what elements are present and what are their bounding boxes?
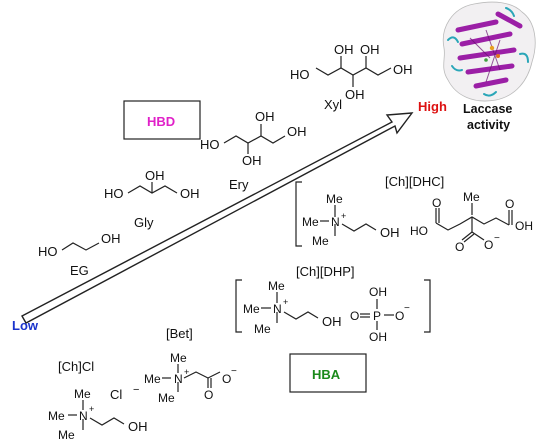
bet-structure: [Bet] Me Me Me N + O O − — [144, 326, 237, 405]
ch-cl-oh: OH — [128, 419, 148, 434]
activity-label-line2: activity — [467, 118, 510, 132]
xyl-oh-4: OH — [393, 62, 413, 77]
ch-dhc-minus: − — [494, 233, 500, 244]
ch-dhp-oh-bottom: OH — [369, 330, 387, 344]
ch-dhc-me-left: Me — [302, 215, 319, 229]
low-label: Low — [12, 318, 39, 333]
hba-box — [289, 353, 367, 393]
ch-dhp-oh-top: OH — [369, 285, 387, 299]
ch-dhp-me-bottom: Me — [254, 322, 271, 336]
hbd-label: HBD — [147, 114, 175, 129]
bet-o-double: O — [204, 388, 213, 402]
eg-oh: OH — [101, 231, 121, 246]
hbd-box — [123, 100, 201, 140]
bet-me-bottom: Me — [158, 391, 175, 405]
ch-cl-me-bottom: Me — [58, 428, 75, 439]
xyl-ho: HO — [290, 67, 310, 82]
ch-cl-me-top: Me — [74, 387, 91, 401]
ch-dhc-me: Me — [463, 190, 480, 204]
ery-name: Ery — [229, 177, 249, 192]
ch-dhc-o-left: O — [432, 196, 441, 210]
ch-cl-plus: + — [89, 404, 94, 414]
ch-dhc-o-bottom-left: O — [455, 240, 464, 254]
ch-dhc-name: [Ch][DHC] — [385, 174, 444, 189]
laccase-protein-icon — [442, 1, 536, 102]
xyl-oh-1: OH — [334, 42, 354, 57]
ch-dhc-oh-right: OH — [515, 219, 533, 233]
ch-cl-n: N — [79, 409, 88, 423]
ch-cl-me-left: Me — [48, 409, 65, 423]
ch-dhp-n: N — [273, 302, 282, 316]
ch-dhc-o-right: O — [505, 197, 514, 211]
ch-cl-name: [Ch]Cl — [58, 359, 94, 374]
ch-dhc-ho: HO — [410, 224, 428, 238]
high-label: High — [418, 99, 447, 114]
ch-dhp-me-top: Me — [268, 279, 285, 293]
bet-o-minus: O — [222, 372, 231, 386]
gly-ho: HO — [104, 186, 124, 201]
xyl-oh-3: OH — [360, 42, 380, 57]
ch-dhc-me-top: Me — [326, 192, 343, 206]
ch-dhc-plus: + — [341, 211, 346, 221]
ery-oh-right: OH — [287, 124, 307, 139]
ch-dhp-oh: OH — [322, 314, 342, 329]
ery-ho: HO — [200, 137, 220, 152]
ch-dhc-me-bottom: Me — [312, 234, 329, 248]
eg-name: EG — [70, 263, 89, 278]
ery-oh-bottom: OH — [242, 153, 262, 168]
ch-dhp-structure: [Ch][DHP] Me Me Me N + OH OH O P O − OH — [235, 264, 431, 344]
ch-dhp-p: P — [373, 309, 381, 323]
ch-dhc-n: N — [331, 215, 340, 229]
ch-cl-cl: Cl — [110, 387, 122, 402]
ch-dhp-me-left: Me — [243, 302, 260, 316]
gly-oh-right: OH — [180, 186, 200, 201]
bet-me-top: Me — [170, 351, 187, 365]
ch-dhp-plus: + — [283, 297, 288, 307]
bet-me-left: Me — [144, 372, 161, 386]
gly-name: Gly — [134, 215, 154, 230]
ch-dhp-o-left: O — [350, 309, 359, 323]
ch-dhc-oh: OH — [380, 225, 400, 240]
bet-minus: − — [231, 366, 237, 377]
eg-ho: HO — [38, 244, 58, 259]
ch-dhc-structure: [Ch][DHC] Me Me Me N + OH Me O O HO OH O… — [295, 174, 533, 254]
ch-dhp-minus: − — [404, 303, 410, 314]
activity-arrow — [21, 112, 414, 324]
gly-oh-top: OH — [145, 168, 165, 183]
ch-dhc-o-bottom-right: O — [484, 238, 493, 252]
ch-dhp-name: [Ch][DHP] — [296, 264, 355, 279]
ch-cl-structure: [Ch]Cl Me Me Me N + OH Cl − — [48, 359, 148, 439]
ery-structure: HO OH OH OH Ery — [200, 109, 307, 192]
eg-structure: HO OH EG — [38, 231, 121, 278]
ery-oh-top: OH — [255, 109, 275, 124]
ch-dhp-o-right: O — [395, 309, 404, 323]
bet-n: N — [174, 372, 183, 386]
gly-structure: HO OH OH Gly — [104, 168, 200, 230]
activity-label-line1: Laccase — [463, 102, 512, 116]
bet-plus: + — [184, 367, 189, 377]
xyl-name: Xyl — [324, 97, 342, 112]
xyl-oh-2: OH — [345, 87, 365, 102]
bet-name: [Bet] — [166, 326, 193, 341]
hba-label: HBA — [312, 367, 341, 382]
ch-cl-minus: − — [133, 384, 139, 396]
xyl-structure: HO OH OH OH OH Xyl — [290, 42, 413, 112]
